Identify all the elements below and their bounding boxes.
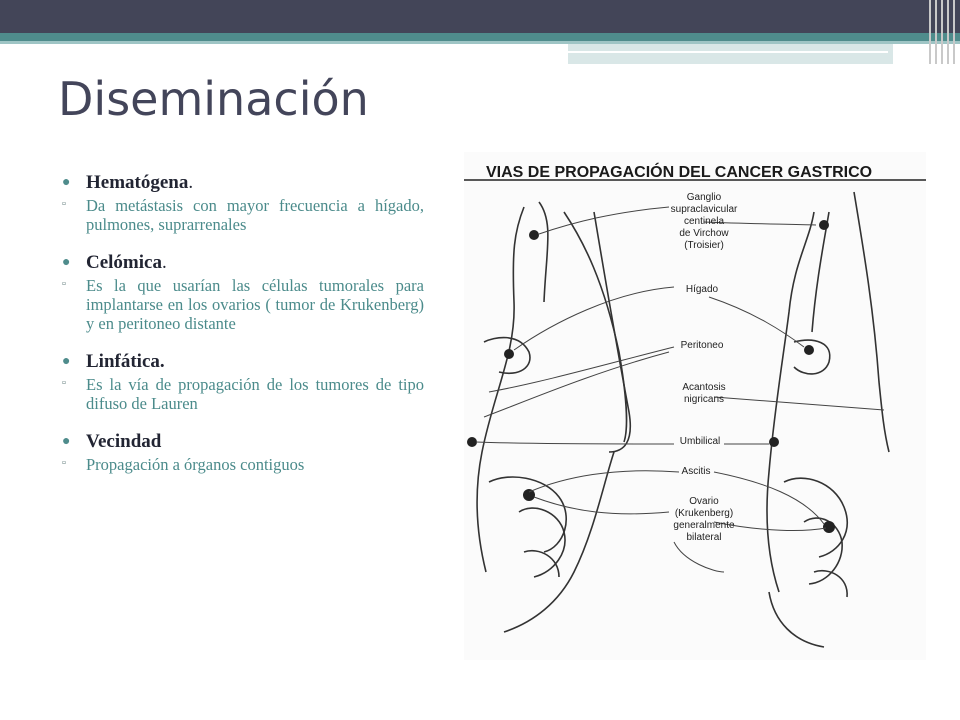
square-bullet-icon: ▫: [62, 457, 66, 469]
bullet-list: ● Hematógena. ▫ Da metástasis con mayor …: [62, 172, 424, 474]
slide-title: Diseminación: [58, 72, 369, 126]
label-umbilical: Umbilical: [680, 436, 721, 447]
label-virchow-4: de Virchow: [679, 228, 729, 239]
sub-bullet-text: Es la que usarían las células tumorales …: [86, 276, 424, 333]
sub-bullet-item: ▫ Es la que usarían las células tumorale…: [62, 276, 424, 333]
bullet-heading: Hematógena: [86, 172, 189, 193]
label-virchow-1: Ganglio: [687, 192, 722, 203]
sub-bullet-text: Es la vía de propagación de los tumores …: [86, 375, 424, 413]
bullet-heading: Vecindad: [86, 431, 162, 452]
label-peritoneo: Peritoneo: [681, 340, 724, 351]
square-bullet-icon: ▫: [62, 198, 66, 210]
label-acantosis-2: nigricans: [684, 394, 724, 405]
bullet-heading: Linfática.: [86, 351, 165, 372]
label-ovario-2: (Krukenberg): [675, 508, 733, 519]
header-band-teal: [0, 33, 960, 41]
label-virchow-5: (Troisier): [684, 240, 724, 251]
bullet-heading-suffix: .: [188, 172, 194, 193]
bullet-dot-icon: ●: [62, 434, 71, 449]
bullet-item: ● Linfática.: [62, 351, 424, 373]
label-acantosis-1: Acantosis: [682, 382, 725, 393]
label-ascitis: Ascitis: [682, 466, 711, 477]
sub-bullet-item: ▫ Da metástasis con mayor frecuencia a h…: [62, 196, 424, 234]
bullet-heading-suffix: .: [161, 252, 167, 273]
figure-title: VIAS DE PROPAGACIÓN DEL CANCER GASTRICO: [486, 162, 872, 181]
label-virchow-3: centinela: [684, 216, 724, 227]
header-decor-lines: [925, 0, 960, 64]
header-accent-bar: [568, 44, 893, 64]
bullet-dot-icon: ●: [62, 354, 71, 369]
bullet-dot-icon: ●: [62, 255, 71, 270]
bullet-item: ● Celómica.: [62, 252, 424, 274]
label-higado: Hígado: [686, 284, 719, 295]
propagation-diagram-figure: VIAS DE PROPAGACIÓN DEL CANCER GASTRICO: [464, 152, 926, 660]
label-ovario-4: bilateral: [686, 532, 721, 543]
label-virchow-2: supraclavicular: [671, 204, 738, 215]
sub-bullet-text: Propagación a órganos contiguos: [86, 455, 305, 474]
square-bullet-icon: ▫: [62, 377, 66, 389]
bullet-item: ● Vecindad: [62, 431, 424, 453]
left-body-outline: [476, 206, 525, 573]
bullet-heading: Celómica: [86, 252, 162, 273]
sub-bullet-text: Da metástasis con mayor frecuencia a híg…: [86, 196, 424, 234]
sub-bullet-item: ▫ Es la vía de propagación de los tumore…: [62, 375, 424, 413]
label-ovario-1: Ovario: [689, 496, 719, 507]
label-ovario-3: generalmente: [673, 520, 735, 531]
header-band-dark: [0, 0, 960, 33]
bullet-item: ● Hematógena.: [62, 172, 424, 194]
square-bullet-icon: ▫: [62, 278, 66, 290]
header-accent-line: [568, 51, 888, 53]
header-band-light: [0, 41, 960, 44]
sub-bullet-item: ▫ Propagación a órganos contiguos: [62, 455, 424, 474]
bullet-dot-icon: ●: [62, 175, 71, 190]
